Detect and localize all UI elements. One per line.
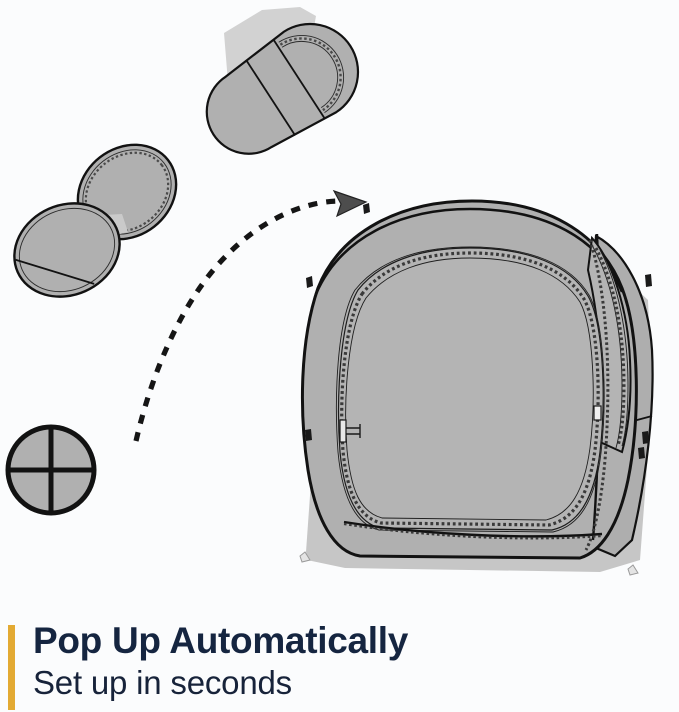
tent-right-lower-tab bbox=[638, 447, 645, 459]
tent-door-panel bbox=[337, 247, 604, 531]
caption-text: Pop Up Automatically Set up in seconds bbox=[33, 618, 408, 712]
accent-bar bbox=[8, 625, 15, 710]
headline: Pop Up Automatically bbox=[33, 620, 409, 661]
tent-zipper-tab-left bbox=[346, 424, 361, 438]
caption-block: Pop Up Automatically Set up in seconds bbox=[0, 618, 679, 712]
tent-stake-right-icon bbox=[627, 564, 639, 576]
motion-arrow-head-icon bbox=[332, 189, 368, 218]
tent-floor-hem bbox=[343, 520, 603, 538]
folded-oval-seam-edge-inner bbox=[281, 41, 339, 109]
folded-disc-lower-crease bbox=[15, 258, 95, 285]
tent-corner-zipper bbox=[584, 239, 610, 551]
motion-arrow bbox=[133, 189, 368, 442]
folded-oval-seam bbox=[279, 37, 342, 112]
tent-stake-left-icon bbox=[299, 551, 311, 563]
subheadline: Set up in seconds bbox=[33, 664, 292, 701]
tent-right-upper-tab bbox=[645, 274, 652, 287]
folded-oval-crease-2 bbox=[272, 39, 326, 119]
folded-oval-crease-1 bbox=[245, 59, 296, 136]
folded-disc-lower-body bbox=[13, 202, 121, 298]
tent-door-zipper-rail-inner bbox=[345, 257, 594, 521]
packed-circle bbox=[5, 424, 97, 516]
tent-left-lower-tab bbox=[305, 429, 312, 441]
folded-disc-lower bbox=[13, 202, 121, 298]
tent-side-window-zipper bbox=[594, 247, 626, 447]
tent-zipper-pull-right-icon bbox=[593, 405, 602, 421]
folded-oval-top bbox=[205, 7, 360, 155]
folded-oval-body bbox=[205, 22, 360, 155]
motion-arrow-dashed-path bbox=[133, 198, 341, 442]
tent-zipper-slider-right bbox=[593, 405, 602, 421]
tent-zipper-slider-left bbox=[339, 419, 347, 443]
erected-tent bbox=[299, 199, 654, 576]
tent-right-mid-tab bbox=[642, 431, 649, 444]
folded-disc-lower-inner-ring bbox=[18, 207, 116, 293]
tent-door-zipper-rail-outer bbox=[335, 246, 605, 533]
tent-top-left-tab bbox=[363, 203, 370, 214]
tent-side-window-zipper-edge-a bbox=[592, 246, 623, 449]
tent-side-window-zipper-edge-b bbox=[599, 249, 629, 447]
tent-zipper-pull-left-icon bbox=[339, 419, 361, 443]
folded-oval-seam-edge-outer bbox=[278, 35, 345, 114]
tent-door-zipper-track bbox=[340, 251, 600, 527]
tent-left-pole-tab bbox=[306, 276, 313, 288]
